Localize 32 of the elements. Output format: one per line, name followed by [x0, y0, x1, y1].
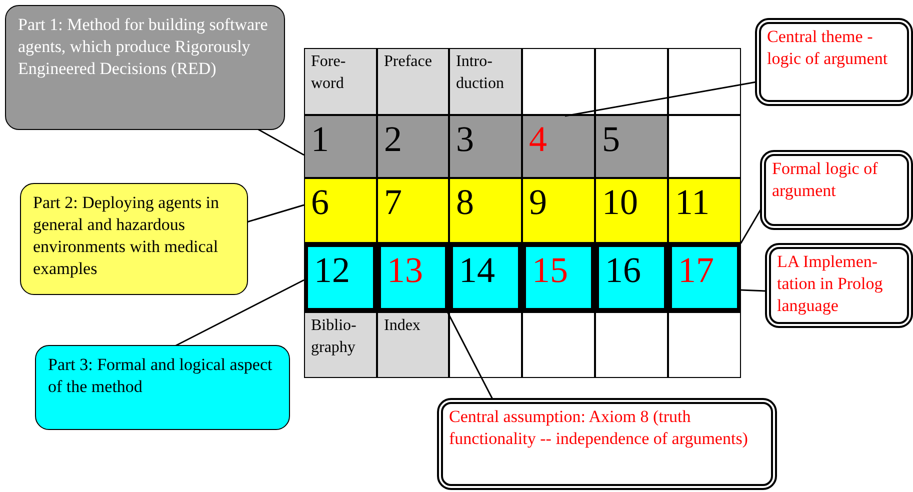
chapter-number: 8: [449, 178, 522, 243]
chapter-number: 1: [304, 115, 377, 178]
callout-box: Central theme - logic of argument: [755, 18, 913, 106]
chapter-number: 16: [595, 243, 668, 312]
callout-box: LA Implemen- tation in Prolog language: [765, 243, 913, 328]
chapter-number: 14: [449, 243, 522, 312]
chapter-number: 7: [377, 178, 449, 243]
chapter-number: 9: [522, 178, 595, 243]
chapter-number: 2: [377, 115, 449, 178]
chapter-number: 6: [304, 178, 377, 243]
chapter-number: 5: [595, 115, 668, 178]
chapter-number: 13: [377, 243, 449, 312]
row-band: [304, 178, 741, 243]
section-cell: Preface: [377, 48, 449, 115]
section-cell: Intro- duction: [449, 48, 522, 115]
section-cell: Biblio- graphy: [304, 312, 377, 378]
section-cell: Index: [377, 312, 449, 378]
callout-box: Formal logic of argument: [760, 150, 913, 230]
callout-bubble: Part 2: Deploying agents in general and hazardous environments with medical examples: [20, 183, 248, 295]
chapter-number: 12: [304, 243, 377, 312]
chapter-number: 3: [449, 115, 522, 178]
chapter-number: 17: [668, 243, 741, 312]
chapter-number: 15: [522, 243, 595, 312]
chapter-number: 4: [522, 115, 595, 178]
chapter-number: 10: [595, 178, 668, 243]
section-cell: Fore- word: [304, 48, 377, 115]
callout-bubble: Part 3: Formal and logical aspect of the method: [35, 345, 290, 430]
callout-box: Central assumption: Axiom 8 (truth functionality -- independence of arguments): [437, 398, 777, 490]
row-band: [304, 243, 741, 312]
callout-bubble: Part 1: Method for building software agents, which produce Rigorously Engineered Decisions (RED): [5, 5, 285, 130]
chapter-number: 11: [668, 178, 741, 243]
row-band: [304, 115, 668, 178]
